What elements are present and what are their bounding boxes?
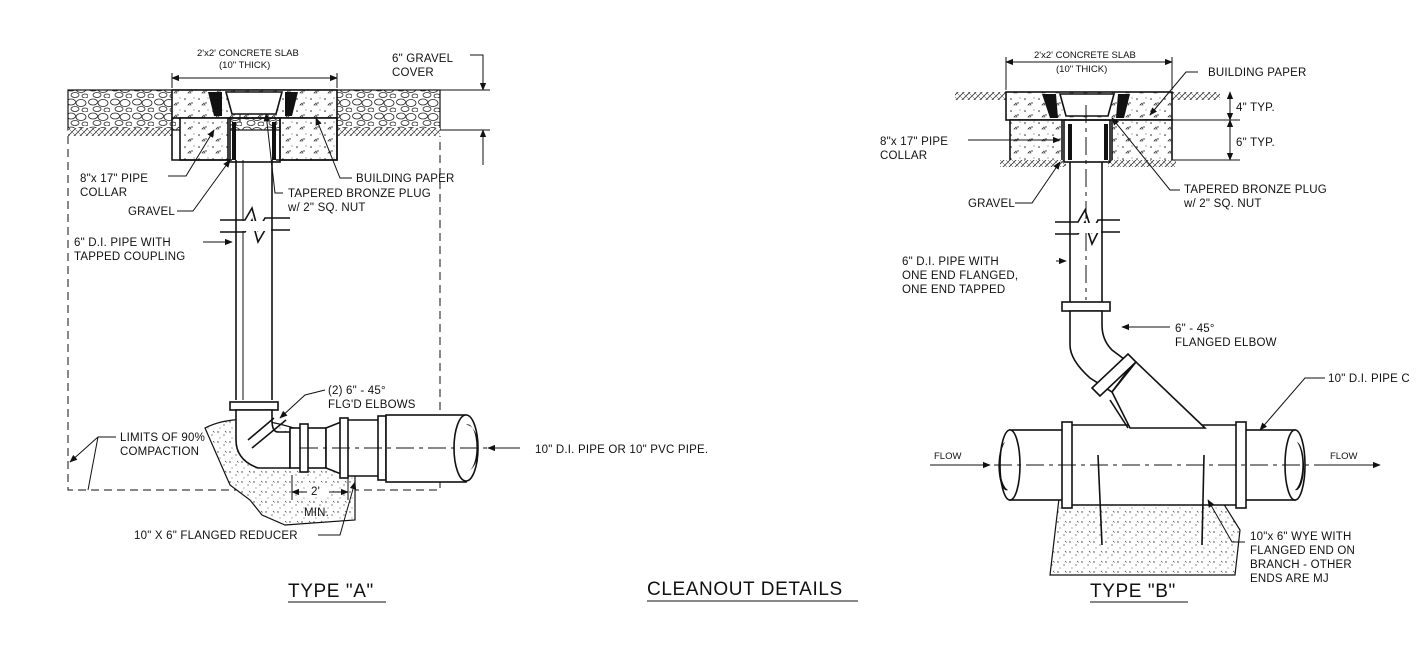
type-b-plug-label: TAPERED BRONZE PLUG	[1184, 184, 1327, 196]
type-b-main-pipe-label: 10" D.I. PIPE C	[1328, 373, 1410, 385]
type-b-wye-label-4: ENDS ARE MJ	[1250, 573, 1329, 585]
type-a-gravel-cover-label-2: COVER	[392, 67, 434, 79]
type-b-slab-thickness: (10" THICK)	[1056, 64, 1107, 75]
type-b-di-pipe-label: 6" D.I. PIPE WITH	[902, 256, 999, 268]
type-a-heading: TYPE "A"	[288, 581, 374, 602]
type-b-slab-label: 2'x2' CONCRETE SLAB	[1034, 50, 1136, 61]
type-a-di-pipe-label-2: TAPPED COUPLING	[74, 251, 185, 263]
type-a-elbows-label: (2) 6" - 45°	[328, 385, 386, 397]
type-b-wye-label: 10"x 6" WYE WITH	[1250, 531, 1351, 543]
type-b-detail: 2'x2' CONCRETE SLAB (10" THICK) BUILDING…	[880, 50, 1410, 603]
type-a-gravel-label: GRAVEL	[128, 206, 175, 218]
type-b-building-paper-label: BUILDING PAPER	[1208, 67, 1306, 79]
type-a-plug-label: TAPERED BRONZE PLUG	[288, 188, 431, 200]
type-a-plug-label-2: w/ 2" SQ. NUT	[287, 202, 366, 214]
type-a-elbows-label-2: FLG'D ELBOWS	[328, 399, 416, 411]
type-a-slab-label: 2'x2' CONCRETE SLAB	[197, 48, 299, 59]
type-a-dimension-value: 2'	[311, 486, 320, 498]
type-b-plug-label-2: w/ 2" SQ. NUT	[1183, 198, 1262, 210]
type-a-gravel-cover-label: 6" GRAVEL	[392, 53, 454, 65]
type-a-limits-label: LIMITS OF 90%	[120, 432, 205, 444]
type-a-min-label: MIN.	[304, 507, 329, 519]
type-b-flow-left-label: FLOW	[934, 451, 961, 462]
type-b-gravel-label: GRAVEL	[968, 198, 1015, 210]
type-a-main-pipe-label: 10" D.I. PIPE OR 10" PVC PIPE.	[535, 444, 708, 456]
drawing-title: CLEANOUT DETAILS	[647, 579, 843, 600]
type-a-building-paper-label: BUILDING PAPER	[356, 173, 454, 185]
type-b-typ-6-label: 6" TYP.	[1236, 137, 1275, 149]
type-a-di-pipe-label: 6" D.I. PIPE WITH	[74, 237, 171, 249]
type-b-flow-right-label: FLOW	[1330, 451, 1357, 462]
type-b-wye-label-3: BRANCH - OTHER	[1250, 559, 1352, 571]
type-b-di-pipe-label-2: ONE END FLANGED,	[902, 270, 1018, 282]
type-a-pipe-collar-label-2: COLLAR	[80, 187, 127, 199]
type-b-elbow-label: 6" - 45°	[1175, 323, 1215, 335]
type-b-pipe-collar-label-2: COLLAR	[880, 150, 927, 162]
type-b-wye-label-2: FLANGED END ON	[1250, 545, 1355, 557]
type-a-pipe-collar-label: 8"x 17" PIPE	[80, 173, 148, 185]
type-a-limits-label-2: COMPACTION	[120, 446, 199, 458]
type-a-slab-thickness: (10" THICK)	[219, 60, 270, 71]
type-b-pipe-collar-label: 8"x 17" PIPE	[880, 136, 948, 148]
type-a-detail: 2'x2' CONCRETE SLAB (10" THICK) 6" GRAVE…	[67, 48, 708, 603]
type-a-reducer-label: 10" X 6" FLANGED REDUCER	[134, 530, 298, 542]
type-b-elbow-label-2: FLANGED ELBOW	[1175, 337, 1277, 349]
type-b-heading: TYPE "B"	[1090, 581, 1176, 602]
type-b-di-pipe-label-3: ONE END TAPPED	[902, 284, 1005, 296]
type-b-typ-4-label: 4" TYP.	[1236, 102, 1275, 114]
